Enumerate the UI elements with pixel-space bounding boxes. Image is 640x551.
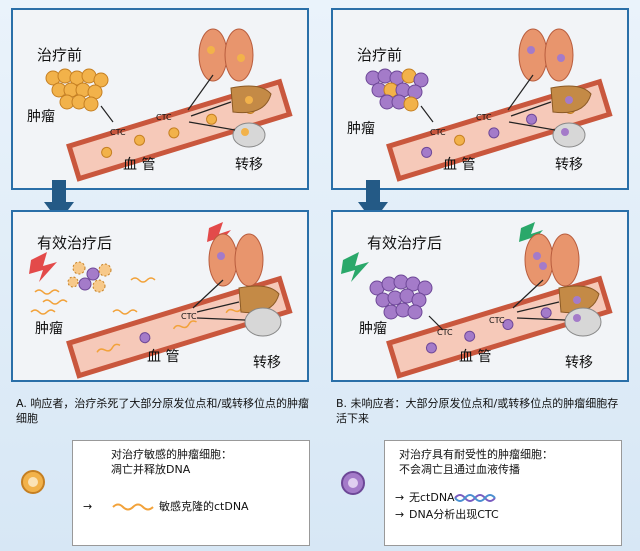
vessel-label: 血 管 — [123, 157, 156, 173]
tumor-label: 肿瘤 — [35, 321, 63, 337]
caption-nonresponder: B. 未响应者：大部分原发位点和/或转移位点的肿瘤细胞存活下来 — [336, 397, 619, 425]
panel-3-graphic — [29, 222, 293, 379]
legend-resistant-line2: 不会凋亡且通过血液传播 — [399, 463, 520, 476]
tumor-cluster-resistant — [369, 274, 433, 320]
legend-arrow: → — [83, 500, 93, 513]
tumor-cluster-mixed — [365, 68, 429, 112]
lung-organ — [524, 233, 580, 287]
ctc-label: CTC — [110, 128, 126, 137]
legend-arrow: → — [395, 508, 405, 521]
spine-organ — [564, 307, 602, 337]
dna-helix-icon — [454, 494, 496, 502]
liver-organ — [230, 85, 272, 114]
tumor-label: 肿瘤 — [359, 321, 387, 337]
panel-4-graphic — [341, 222, 613, 379]
panel-title: 有效治疗后 — [367, 234, 443, 252]
spine-organ — [552, 122, 586, 148]
metastasis-label: 转移 — [235, 157, 263, 173]
spread-arrows — [192, 279, 246, 321]
ctc-label: CTC — [489, 316, 505, 325]
panel-title: 有效治疗后 — [37, 234, 113, 252]
panel-responder-after: 有效治疗后 肿瘤 血 管 转移 CTC — [11, 210, 309, 382]
ctc-label: CTC — [181, 312, 197, 321]
legend-sensitive: 对治疗敏感的肿瘤细胞： 凋亡并释放DNA → 敏感克隆的ctDNA — [72, 440, 310, 546]
spread-arrows — [100, 74, 236, 131]
metastasis-label: 转移 — [565, 355, 593, 371]
legend-arrow: → — [395, 491, 405, 504]
panel-nonresponder-before: 治疗前 肿瘤 血 管 转移 CTC CTC — [331, 8, 629, 190]
legend-resistant: 对治疗具有耐受性的肿瘤细胞： 不会凋亡且通过血液传播 → 无ctDNA → DN… — [384, 440, 622, 546]
metastasis-label: 转移 — [253, 355, 281, 371]
spine-organ — [244, 307, 282, 337]
lung-organ — [518, 28, 574, 82]
vessel-label: 血 管 — [147, 349, 180, 365]
ctc-label: CTC — [156, 113, 172, 122]
vessel-label: 血 管 — [459, 349, 492, 365]
legend-ctdna-label: 敏感克隆的ctDNA — [159, 500, 249, 513]
legend-sensitive-line1: 对治疗敏感的肿瘤细胞： — [111, 448, 232, 461]
panel-responder-before: 治疗前 肿瘤 血 管 转移 CTC CTC — [11, 8, 309, 190]
ctc-label: CTC — [437, 328, 453, 337]
liver-organ — [550, 85, 592, 114]
lung-organ — [208, 233, 264, 287]
spread-arrows — [420, 74, 556, 131]
vessel-label: 血 管 — [443, 157, 476, 173]
tumor-cluster-sensitive — [45, 68, 109, 112]
panel-title: 治疗前 — [357, 46, 403, 64]
dna-fragment-icon — [112, 503, 154, 511]
spine-organ — [232, 122, 266, 148]
ctc-label: CTC — [476, 113, 492, 122]
ctc-label: CTC — [430, 128, 446, 137]
tumor-label: 肿瘤 — [27, 109, 55, 125]
lung-organ — [198, 28, 254, 82]
metastasis-label: 转移 — [555, 157, 583, 173]
spread-arrows — [428, 279, 566, 331]
tumor-label: 肿瘤 — [347, 121, 375, 137]
caption-responder: A. 响应者，治疗杀死了大部分原发位点和/或转移位点的肿瘤细胞 — [16, 397, 310, 425]
legend-ctc-label: DNA分析出现CTC — [409, 508, 499, 521]
panel-nonresponder-after: 有效治疗后 肿瘤 血 管 转移 CTC CTC — [331, 210, 629, 382]
panel-2-graphic — [365, 28, 613, 182]
panel-title: 治疗前 — [37, 46, 83, 64]
panel-1-graphic — [45, 28, 293, 182]
dying-tumor-cells — [67, 261, 112, 293]
legend-no-ctdna-label: 无ctDNA — [409, 491, 455, 504]
lightning-icon — [341, 222, 543, 282]
dna-fragments — [30, 277, 156, 315]
legend-resistant-line1: 对治疗具有耐受性的肿瘤细胞： — [399, 448, 553, 461]
legend-sensitive-line2: 凋亡并释放DNA — [111, 463, 191, 476]
